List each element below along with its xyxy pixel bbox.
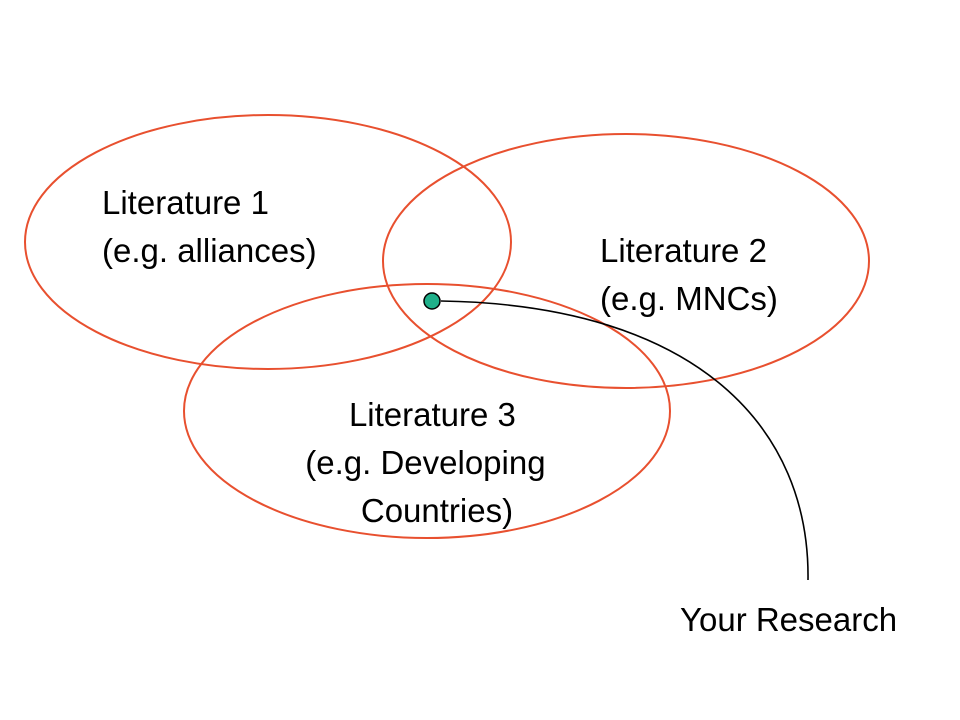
literature-2-title: Literature 2 [600,232,767,269]
your-research-label: Your Research [680,601,897,638]
literature-3-title: Literature 3 [349,396,516,433]
literature-1-title: Literature 1 [102,184,269,221]
literature-2-label: Literature 2 (e.g. MNCs) [600,232,778,317]
literature-1-label: Literature 1 (e.g. alliances) [102,184,317,269]
literature-1-ellipse [24,114,512,370]
literature-2-example: (e.g. MNCs) [600,280,778,317]
literature-2-ellipse [382,133,870,389]
research-point-marker [423,292,441,310]
literature-3-example-cont: Countries) [361,492,513,529]
literature-3-example: (e.g. Developing [305,444,545,481]
research-connector-line [440,300,809,581]
literature-3-label: Literature 3 (e.g. Developing Countries) [305,396,555,529]
literature-1-example: (e.g. alliances) [102,232,317,269]
literature-3-ellipse [183,283,671,539]
